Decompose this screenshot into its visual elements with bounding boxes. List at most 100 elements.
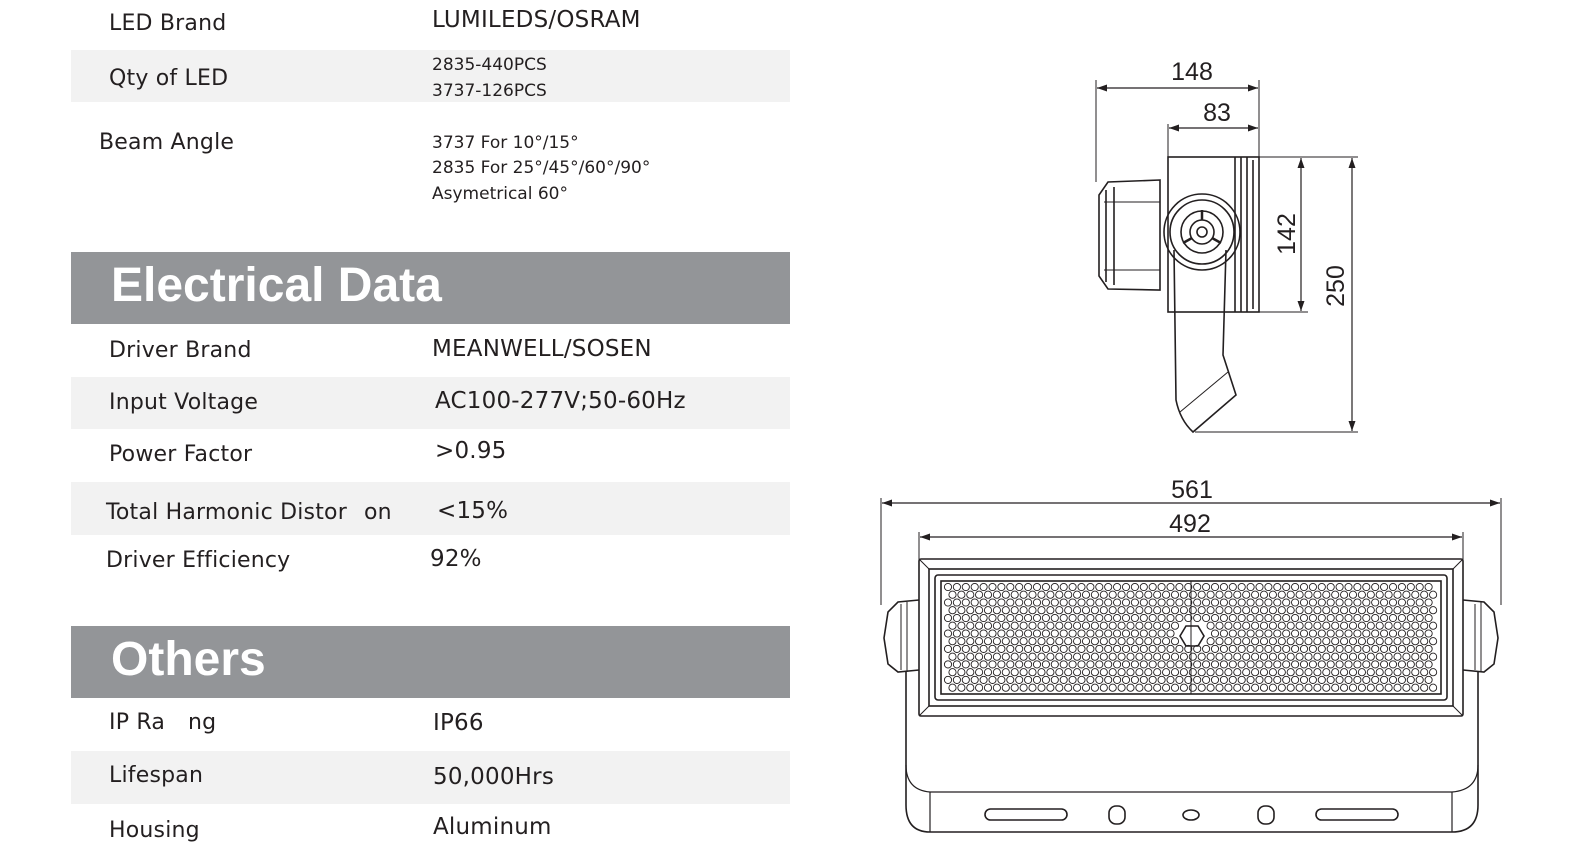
led-dot — [1046, 590, 1055, 599]
led-dot — [1219, 644, 1228, 653]
led-dot — [1148, 629, 1157, 638]
led-dot — [1130, 629, 1139, 638]
led-dot — [1233, 590, 1242, 599]
led-dot — [1041, 613, 1050, 623]
led-dot — [1304, 637, 1313, 646]
led-dot — [1424, 613, 1433, 623]
led-dot — [1086, 675, 1095, 684]
led-dot — [1015, 660, 1024, 669]
led-dot — [1166, 582, 1175, 592]
led-dot — [966, 637, 975, 646]
led-dot — [1286, 683, 1295, 692]
led-dot — [943, 644, 953, 653]
led-dot — [1415, 582, 1424, 592]
led-dot — [948, 606, 957, 615]
led-dot — [1135, 590, 1144, 599]
led-dot — [1397, 598, 1406, 607]
led-dot — [1086, 598, 1095, 607]
led-dot — [1175, 598, 1184, 607]
led-dot — [1024, 660, 1033, 669]
led-dot — [1397, 629, 1406, 638]
led-dot — [1317, 598, 1326, 607]
led-dot — [1055, 621, 1064, 630]
led-dot — [1224, 668, 1233, 677]
led-dot — [966, 621, 975, 630]
led-dot — [1402, 606, 1411, 615]
led-dot — [1126, 668, 1135, 677]
led-dot — [1162, 637, 1171, 646]
led-dot — [1104, 644, 1113, 653]
led-dot — [1210, 629, 1220, 638]
led-dot — [1024, 629, 1033, 638]
led-dot — [1424, 582, 1433, 592]
led-dot — [1099, 606, 1108, 615]
led-array — [943, 582, 1438, 692]
dim-side-148: 148 — [1171, 58, 1213, 86]
led-dot — [1348, 637, 1358, 646]
led-dot — [1335, 644, 1344, 653]
led-dot — [1406, 598, 1415, 607]
led-dot — [1010, 652, 1019, 661]
led-dot — [1144, 606, 1153, 615]
led-dot — [1086, 582, 1095, 592]
led-dot — [1268, 652, 1277, 661]
led-dot — [1206, 652, 1215, 661]
led-dot — [1273, 675, 1282, 684]
led-dot — [1197, 590, 1206, 599]
led-dot — [983, 637, 993, 646]
led-dot — [1411, 637, 1420, 646]
led-dot — [979, 660, 988, 669]
led-dot — [1121, 675, 1131, 684]
led-dot — [1153, 637, 1162, 646]
led-dot — [1411, 652, 1420, 661]
led-dot — [1064, 606, 1073, 615]
led-dot — [1108, 668, 1117, 677]
led-dot — [1153, 606, 1162, 615]
led-dot — [1081, 652, 1091, 661]
led-dot — [1162, 621, 1171, 630]
led-dot — [1251, 637, 1260, 646]
led-dot — [1317, 644, 1326, 653]
led-dot — [1210, 598, 1220, 607]
led-dot — [979, 629, 988, 638]
led-dot — [1028, 683, 1037, 692]
led-dot — [1237, 629, 1246, 638]
driver-efficiency-label: Driver Efficiency — [106, 548, 291, 573]
led-dot — [1331, 606, 1340, 615]
led-dot — [1277, 637, 1286, 646]
led-dot — [1340, 668, 1349, 677]
led-dot — [975, 683, 984, 692]
led-dot — [1286, 652, 1295, 661]
led-dot — [1411, 668, 1420, 677]
led-dot — [1108, 590, 1117, 599]
led-dot — [1331, 621, 1340, 630]
led-dot — [1064, 683, 1073, 692]
led-dot — [1050, 582, 1059, 592]
led-dot — [957, 621, 966, 630]
led-dot — [1371, 660, 1380, 669]
led-dot — [1175, 582, 1184, 592]
led-dot — [1077, 598, 1086, 607]
led-dot — [1233, 606, 1242, 615]
led-dot — [1037, 652, 1046, 661]
led-dot — [983, 621, 993, 630]
led-dot — [1375, 606, 1384, 615]
led-dot — [1162, 652, 1171, 661]
led-dot — [1104, 629, 1113, 638]
led-dot — [1117, 621, 1126, 630]
led-dot — [1130, 582, 1139, 592]
led-dot — [1166, 598, 1175, 607]
led-dot — [1041, 598, 1050, 607]
led-dot — [1139, 675, 1148, 684]
led-dot — [1353, 598, 1362, 607]
led-dot — [975, 590, 984, 599]
led-dot — [1166, 613, 1175, 623]
led-dot — [1104, 598, 1113, 607]
others-title: Others — [111, 633, 266, 686]
led-dot — [1424, 644, 1433, 653]
led-dot — [1055, 668, 1064, 677]
led-dot — [1411, 621, 1420, 630]
led-dot — [1001, 668, 1010, 677]
led-dot — [1148, 675, 1157, 684]
led-dot — [1291, 582, 1300, 592]
